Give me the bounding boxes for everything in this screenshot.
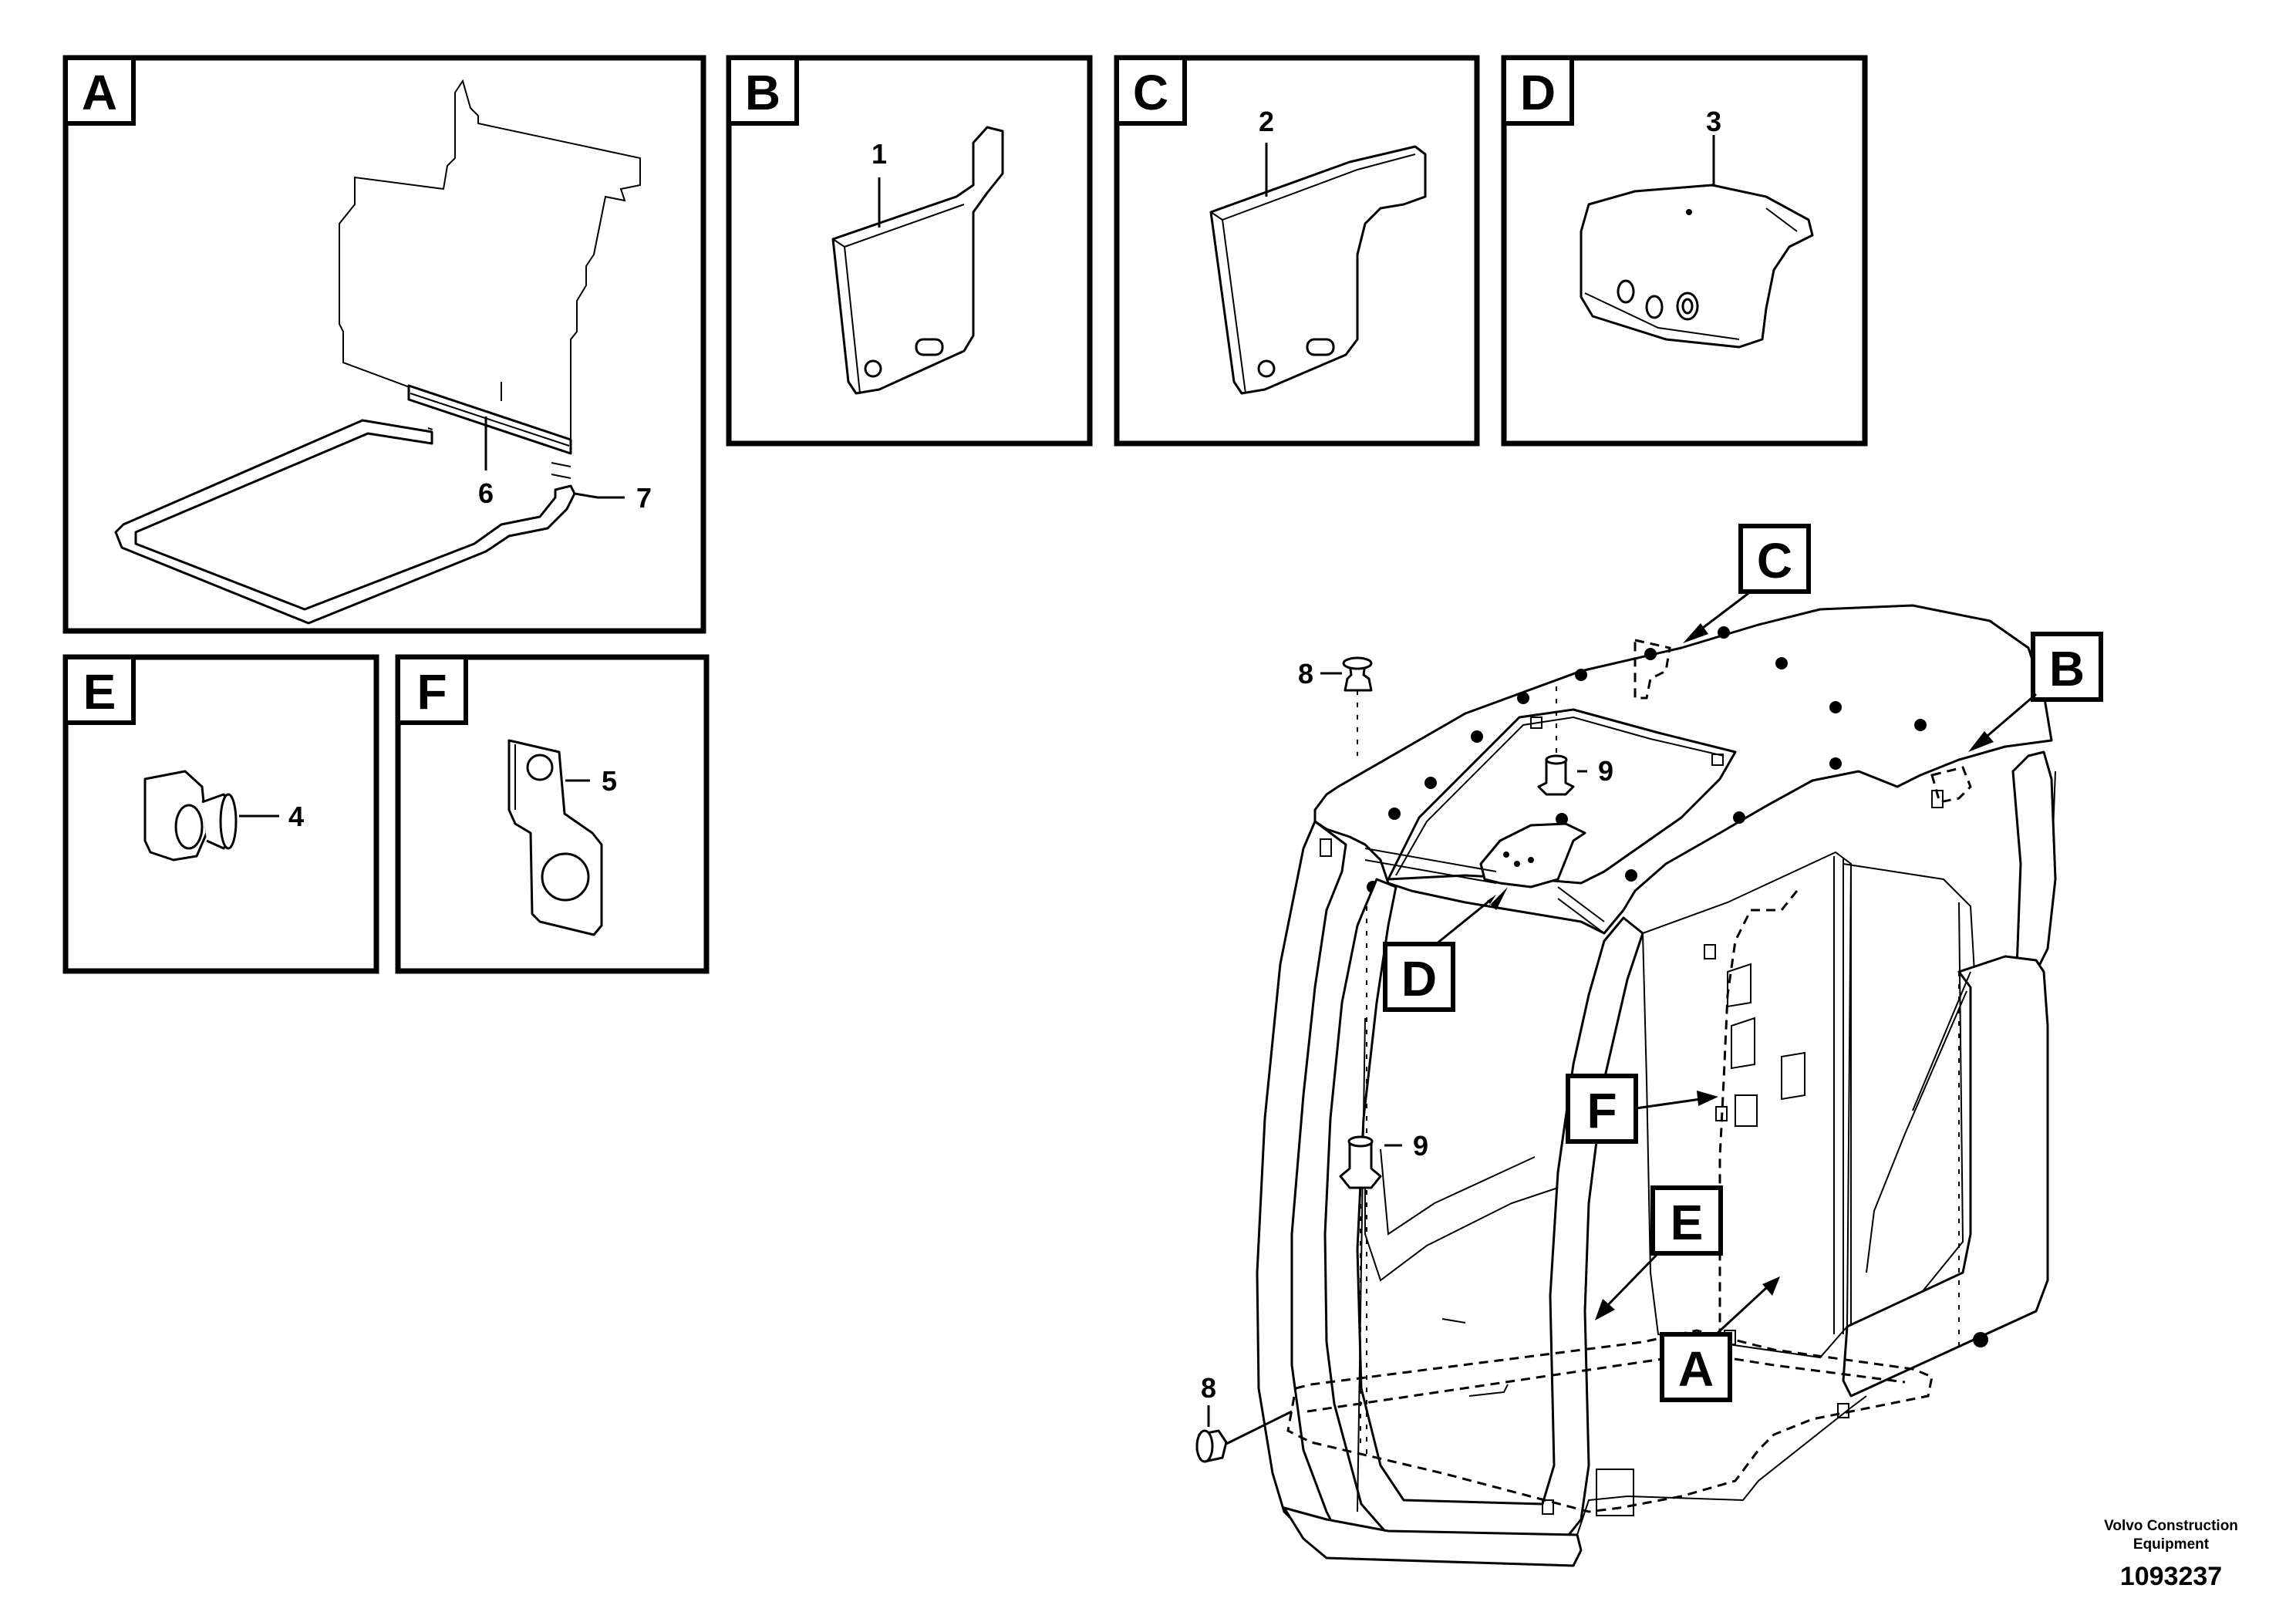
part-1-label: 1 [872, 138, 887, 170]
cab-assembly [1256, 604, 2057, 1567]
callout-d: D [1383, 887, 1508, 1012]
callout-e: E [1595, 1185, 1723, 1320]
part-8b-label: 8 [1201, 1372, 1216, 1404]
panel-f-label: F [416, 664, 447, 720]
panel-d-label: D [1520, 65, 1556, 120]
panel-e-label: E [83, 664, 116, 720]
panel-e: E 4 [62, 654, 379, 974]
part-7-label: 7 [636, 482, 652, 514]
fastener-8-floor: 8 [1195, 1372, 1293, 1463]
callout-c: C [1683, 524, 1811, 643]
panel-a-label: A [82, 65, 117, 120]
panel-d: D 3 [1501, 55, 1868, 447]
part-8a-label: 8 [1298, 658, 1313, 690]
callout-a: A [1660, 1276, 1780, 1402]
part-3-label: 3 [1706, 106, 1721, 137]
panel-c: C 2 [1114, 55, 1480, 447]
part-9a-label: 9 [1598, 755, 1613, 787]
brand-line-1: Volvo Construction [2104, 1518, 2238, 1534]
callout-b-label: B [2049, 641, 2085, 696]
callout-a-label: A [1678, 1341, 1714, 1397]
callout-e-label: E [1671, 1195, 1704, 1250]
part-4-label: 4 [288, 801, 304, 832]
document-number: 1093237 [2120, 1562, 2222, 1591]
part-2-label: 2 [1259, 106, 1274, 137]
callout-d-label: D [1401, 951, 1437, 1007]
part-5-label: 5 [602, 765, 617, 797]
footer: Volvo Construction Equipment 1093237 [2104, 1518, 2238, 1591]
callout-b: B [1968, 632, 2103, 752]
panel-b: B 1 [726, 55, 1093, 447]
fastener-9-floor: 9 [1339, 1130, 1428, 1450]
callout-c-label: C [1757, 533, 1792, 588]
part-6-label: 6 [478, 477, 494, 509]
panel-a: A 6 7 [62, 55, 706, 634]
fastener-9-roof: 9 [1537, 686, 1613, 796]
brand-line-2: Equipment [2133, 1536, 2210, 1553]
panel-f: F 5 [395, 654, 710, 974]
panel-b-label: B [745, 65, 781, 120]
callout-f: F [1566, 1074, 1718, 1144]
callout-f-label: F [1586, 1083, 1617, 1138]
panel-c-label: C [1133, 65, 1168, 120]
fastener-8-top: 8 [1298, 656, 1373, 756]
part-9b-label: 9 [1413, 1130, 1428, 1162]
